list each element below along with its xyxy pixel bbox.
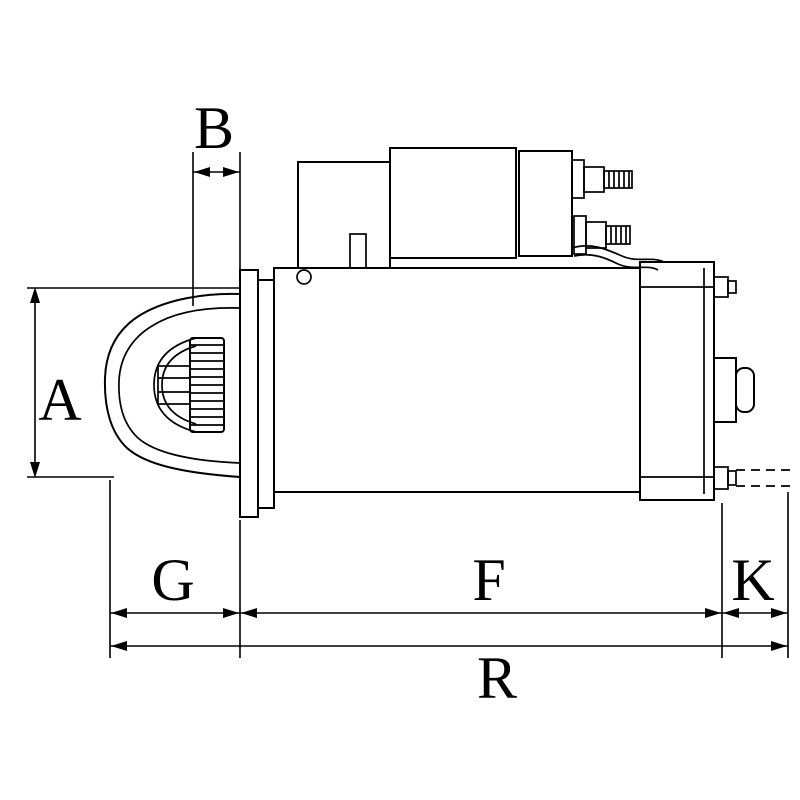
- solenoid: [389, 147, 573, 259]
- dimension-a: [27, 287, 240, 478]
- dimension-label-b: B: [194, 95, 234, 161]
- motor-body-housing: [273, 267, 641, 493]
- pinion-hub: [157, 365, 191, 405]
- dimension-g: [110, 608, 240, 618]
- solenoid-body: [389, 147, 517, 259]
- dimension-k: [722, 608, 788, 618]
- dim-k-arrow-right: [771, 608, 787, 618]
- end-cap-housing: [639, 261, 715, 501]
- neck-boss: [349, 233, 367, 269]
- pole-screw-hole: [296, 269, 312, 285]
- yoke-inner-contour: [118, 307, 241, 464]
- dimension-label-r: R: [477, 645, 517, 711]
- dimension-r: [110, 641, 788, 651]
- solenoid-cap: [518, 150, 573, 257]
- rear-bolt-top: [713, 276, 737, 298]
- rear-bearing-boss: [713, 357, 755, 423]
- yoke-outer-contour: [103, 292, 241, 478]
- mounting-flange: [239, 269, 275, 518]
- dim-b-arrow-right: [223, 167, 239, 177]
- dim-g-arrow-left: [111, 608, 127, 618]
- motor-body: [273, 161, 641, 493]
- solenoid-strap-lower: [573, 253, 659, 271]
- end-cap: [639, 261, 792, 501]
- dimension-extension-lines: [109, 480, 789, 658]
- terminal-studs: [571, 159, 665, 271]
- dim-r-arrow-right: [771, 641, 787, 651]
- yoke-window-inner: [161, 345, 197, 425]
- pinion-gear-teeth: [190, 344, 224, 426]
- drive-bracket-neck: [297, 161, 391, 269]
- dimension-f: [240, 608, 722, 618]
- dimension-label-a: A: [38, 367, 81, 433]
- solenoid-strap-upper: [571, 245, 665, 263]
- drive-end-yoke: [103, 292, 241, 478]
- dim-r-arrow-left: [111, 641, 127, 651]
- dim-a-arrow-down: [30, 462, 40, 478]
- dim-a-arrow-up: [30, 287, 40, 303]
- dimension-label-k: K: [731, 547, 774, 613]
- flange-plate-front: [239, 269, 259, 518]
- terminal-stud-top: [571, 159, 633, 199]
- dim-g-arrow-right: [223, 608, 239, 618]
- starter-motor-drawing: [103, 147, 792, 518]
- terminal-stud-bottom: [573, 215, 631, 255]
- shaft-hidden-lines: [736, 469, 792, 487]
- dimension-label-f: F: [472, 547, 505, 613]
- pinion-gear: [157, 337, 225, 433]
- terminal-top-threads: [608, 171, 630, 188]
- dimension-labels: B A G F K R: [38, 95, 774, 711]
- dim-f-arrow-right: [705, 608, 721, 618]
- dim-k-arrow-left: [723, 608, 739, 618]
- terminal-bottom-threads: [610, 226, 627, 244]
- flange-plate-rear: [257, 279, 275, 509]
- rear-bolt-bottom: [713, 466, 737, 490]
- dimension-b: [192, 152, 241, 306]
- yoke-window-outer: [153, 337, 197, 433]
- dimension-lines: [27, 152, 789, 658]
- dim-b-arrow-left: [194, 167, 210, 177]
- dimension-label-g: G: [151, 547, 194, 613]
- dim-f-arrow-left: [241, 608, 257, 618]
